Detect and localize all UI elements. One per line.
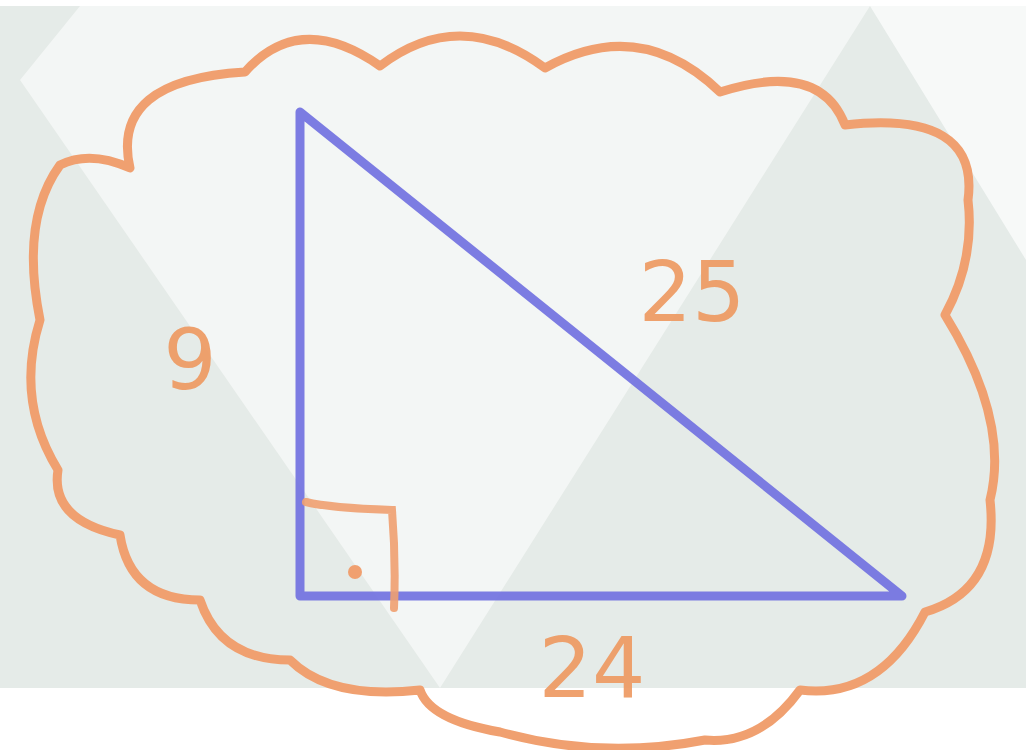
side-length: 24 (539, 626, 646, 710)
side-length: 25 (639, 250, 746, 334)
cloud-outline (31, 36, 995, 748)
side-length: 9 (163, 318, 216, 402)
right-angle-mark (306, 502, 395, 608)
background-triangle (870, 6, 1026, 260)
right-angle-dot (348, 565, 362, 579)
